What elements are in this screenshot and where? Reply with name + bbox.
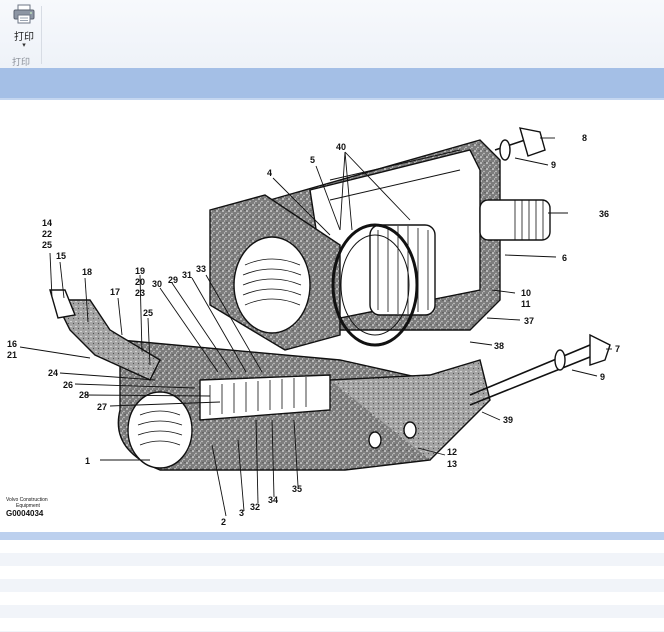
part-label: 20	[135, 277, 145, 287]
part-label: 36	[599, 209, 609, 219]
part-label: 25	[42, 240, 52, 250]
part-label: 26	[63, 380, 73, 390]
part-label: 35	[292, 484, 302, 494]
part-label: 4	[267, 168, 272, 178]
part-label: 3	[239, 508, 244, 518]
part-label: 24	[48, 368, 58, 378]
footer-area	[0, 540, 664, 632]
part-label: 10	[521, 288, 531, 298]
document-header-bar	[0, 68, 664, 100]
part-label: 32	[250, 502, 260, 512]
part-label: 15	[56, 251, 66, 261]
brand-line-1: Volvo Construction	[6, 497, 48, 503]
brand-line-2: Equipment	[16, 503, 41, 509]
figure-code: G0004034	[6, 509, 44, 518]
ribbon-toolbar: 打印 ▾ 打印	[0, 0, 664, 69]
print-button[interactable]: 打印 ▾	[6, 4, 42, 66]
part-label: 31	[182, 270, 192, 280]
part-label: 11	[521, 299, 531, 309]
printer-icon	[13, 4, 35, 24]
dropdown-caret-icon[interactable]: ▾	[22, 42, 26, 49]
diagram-canvas: 8 9 36 6 10 11 37 38 7 9 39 12 13 40 5 4…	[0, 100, 664, 532]
part-label: 25	[143, 308, 153, 318]
part-label: 40	[336, 142, 346, 152]
part-label: 22	[42, 229, 52, 239]
ribbon-group-separator	[41, 6, 42, 64]
part-label: 9	[551, 160, 556, 170]
part-number-labels: 8 9 36 6 10 11 37 38 7 9 39 12 13 40 5 4…	[7, 133, 620, 527]
part-label: 34	[268, 495, 278, 505]
part-label: 23	[135, 288, 145, 298]
part-label: 5	[310, 155, 315, 165]
pump-body-drawing	[49, 127, 611, 471]
part-label: 2	[221, 517, 226, 527]
footer-bar	[0, 532, 664, 540]
part-label: 30	[152, 279, 162, 289]
part-label: 38	[494, 341, 504, 351]
ribbon-group-label: 打印	[12, 57, 31, 67]
part-label: 17	[110, 287, 120, 297]
part-label: 39	[503, 415, 513, 425]
part-label: 37	[524, 316, 534, 326]
part-label: 28	[79, 390, 89, 400]
part-label: 16	[7, 339, 17, 349]
part-label: 8	[582, 133, 587, 143]
part-label: 18	[82, 267, 92, 277]
part-label: 9	[600, 372, 605, 382]
part-label: 12	[447, 447, 457, 457]
part-label: 29	[168, 275, 178, 285]
part-label: 27	[97, 402, 107, 412]
leader-lines	[19, 137, 612, 517]
part-label: 14	[42, 218, 52, 228]
part-label: 7	[615, 344, 620, 354]
part-label: 19	[135, 266, 145, 276]
part-label: 6	[562, 253, 567, 263]
part-label: 21	[7, 350, 17, 360]
hydraulic-pump-cutaway-diagram: 8 9 36 6 10 11 37 38 7 9 39 12 13 40 5 4…	[6, 127, 620, 527]
figure-caption: Volvo Construction Equipment G0004034	[6, 497, 48, 518]
print-button-label: 打印	[14, 32, 34, 43]
part-label: 33	[196, 264, 206, 274]
part-label: 1	[85, 456, 90, 466]
part-label: 13	[447, 459, 457, 469]
